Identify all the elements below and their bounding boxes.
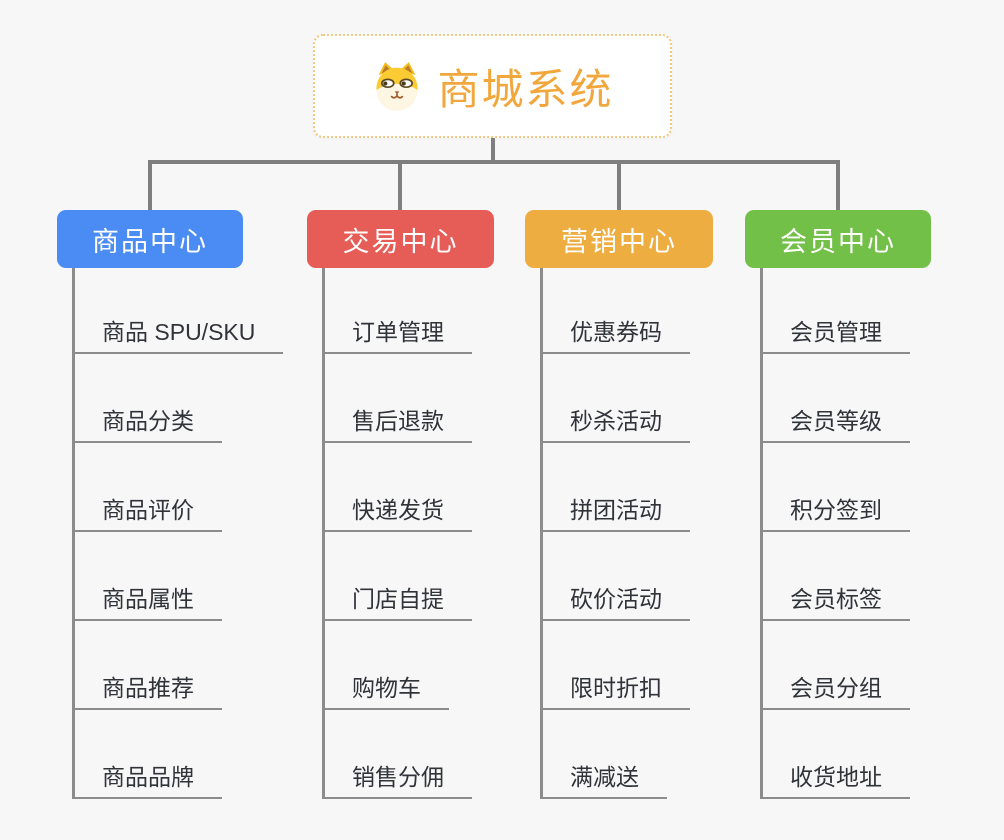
- child-topic-trade-center-4[interactable]: 购物车: [322, 674, 449, 710]
- branch-label: 商品中心: [92, 226, 208, 257]
- child-topic-member-center-4[interactable]: 会员分组: [760, 674, 910, 710]
- branch-node-trade-center[interactable]: 交易中心: [307, 210, 494, 268]
- child-topic-member-center-0[interactable]: 会员管理: [760, 318, 910, 354]
- branch-node-marketing-center[interactable]: 营销中心: [525, 210, 713, 268]
- root-topic-title: 商城系统: [437, 65, 614, 113]
- connector-column-line: [760, 268, 763, 799]
- child-topic-marketing-center-5[interactable]: 满减送: [540, 763, 667, 799]
- connector-column-line: [72, 268, 75, 799]
- connector-root-stub: [491, 138, 495, 164]
- child-topic-trade-center-5[interactable]: 销售分佣: [322, 763, 472, 799]
- root-topic[interactable]: 商城系统: [313, 34, 672, 138]
- child-topic-product-center-3[interactable]: 商品属性: [72, 585, 222, 621]
- branch-label: 交易中心: [342, 226, 459, 257]
- child-topic-marketing-center-2[interactable]: 拼团活动: [540, 496, 690, 532]
- child-topic-member-center-1[interactable]: 会员等级: [760, 407, 910, 443]
- child-topic-product-center-0[interactable]: 商品 SPU/SKU: [72, 318, 284, 354]
- branch-label: 营销中心: [561, 226, 677, 257]
- child-topic-marketing-center-3[interactable]: 砍价活动: [540, 585, 690, 621]
- child-topic-trade-center-0[interactable]: 订单管理: [322, 318, 472, 354]
- child-topic-member-center-5[interactable]: 收货地址: [760, 763, 910, 799]
- child-topic-marketing-center-1[interactable]: 秒杀活动: [540, 407, 690, 443]
- child-topic-member-center-2[interactable]: 积分签到: [760, 496, 910, 532]
- child-topic-product-center-5[interactable]: 商品品牌: [72, 763, 222, 799]
- child-topic-product-center-4[interactable]: 商品推荐: [72, 674, 222, 710]
- branch-label: 会员中心: [780, 226, 896, 257]
- child-topic-trade-center-1[interactable]: 售后退款: [322, 407, 472, 443]
- child-topic-marketing-center-4[interactable]: 限时折扣: [540, 674, 690, 710]
- child-topic-product-center-1[interactable]: 商品分类: [72, 407, 222, 443]
- child-topic-member-center-3[interactable]: 会员标签: [760, 585, 910, 621]
- child-topic-trade-center-2[interactable]: 快递发货: [322, 496, 472, 532]
- connector-branch-stub: [398, 162, 402, 210]
- connector-column-line: [322, 268, 325, 799]
- child-topic-marketing-center-0[interactable]: 优惠券码: [540, 318, 690, 354]
- connector-branch-stub: [148, 162, 152, 210]
- connector-column-line: [540, 268, 543, 799]
- connector-branch-stub: [836, 162, 840, 210]
- connector-bus: [148, 160, 840, 164]
- connector-branch-stub: [617, 162, 621, 210]
- shiba-dog-icon: [371, 60, 423, 112]
- branch-node-product-center[interactable]: 商品中心: [57, 210, 243, 268]
- child-topic-trade-center-3[interactable]: 门店自提: [322, 585, 472, 621]
- branch-node-member-center[interactable]: 会员中心: [745, 210, 931, 268]
- child-topic-product-center-2[interactable]: 商品评价: [72, 496, 222, 532]
